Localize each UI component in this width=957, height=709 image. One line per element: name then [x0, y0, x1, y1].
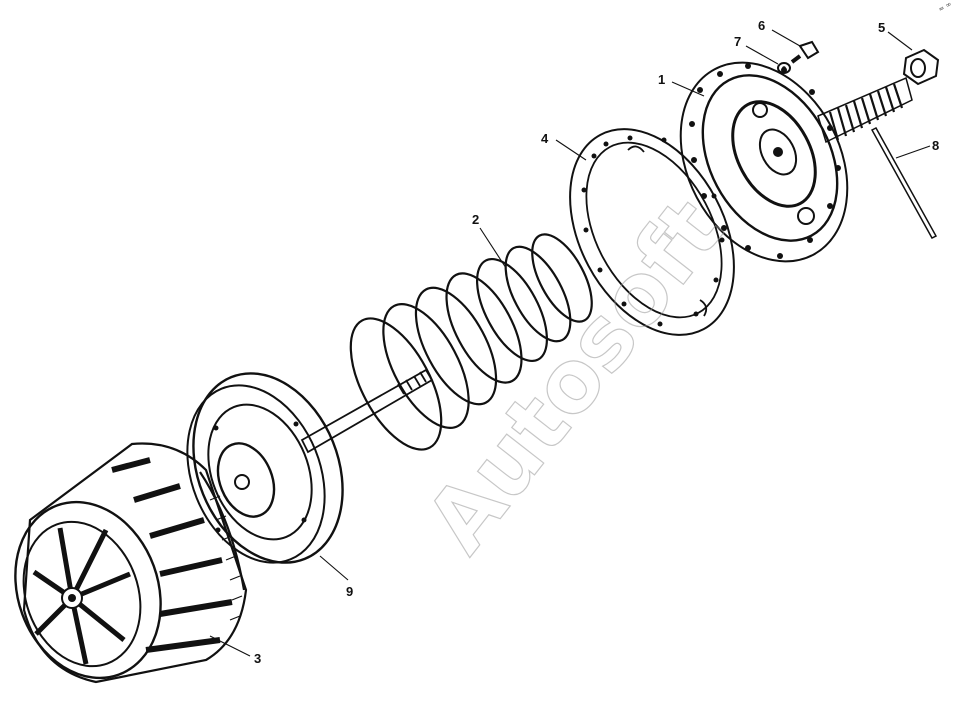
- callout-2: 2: [472, 212, 479, 227]
- callout-7: 7: [734, 34, 741, 49]
- leader-6: [771, 29, 801, 47]
- part-5-nut: [902, 48, 940, 86]
- callout-9: 9: [346, 584, 353, 599]
- leader-8: [895, 145, 931, 159]
- callout-6: 6: [758, 18, 765, 33]
- leader-4: [555, 139, 587, 161]
- callout-labels: 1 2 3 4 5 6 7 8 9: [254, 18, 939, 666]
- part-8-pin: [870, 127, 938, 239]
- callout-1: 1: [658, 72, 665, 87]
- callout-3: 3: [254, 651, 261, 666]
- part-3-bell-housing: [14, 442, 248, 684]
- part-1-rear-plate: [679, 61, 913, 263]
- leader-3: [209, 635, 251, 657]
- leader-2: [479, 227, 507, 269]
- leader-9: [319, 555, 349, 581]
- part-7-washer: [777, 62, 791, 74]
- callout-5: 5: [878, 20, 885, 35]
- part-2-coil-spring: [349, 233, 593, 451]
- watermark: Autosoft: [407, 181, 742, 571]
- corner-mark: ≈ ∞: [937, 0, 953, 14]
- callout-8: 8: [932, 138, 939, 153]
- push-rod: [300, 368, 434, 454]
- part-6-bolt: [790, 40, 820, 64]
- callout-4: 4: [541, 131, 549, 146]
- threaded-stud: [817, 76, 913, 144]
- leader-5: [887, 31, 913, 51]
- part-9-piston-disc: [186, 372, 344, 564]
- part-4-gasket: [569, 128, 735, 336]
- leader-1: [671, 81, 705, 97]
- leader-lines: [209, 29, 931, 657]
- leader-7: [745, 45, 779, 65]
